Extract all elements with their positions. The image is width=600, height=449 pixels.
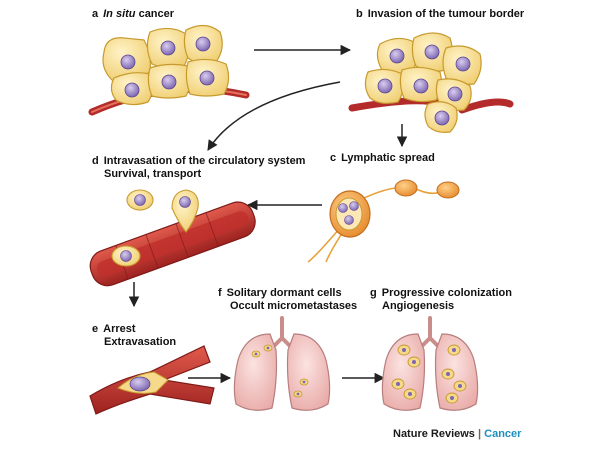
panel-b-illustration (348, 32, 514, 133)
panel-b-label: b Invasion of the tumour border (356, 8, 524, 21)
panel-g-letter: g (370, 287, 377, 299)
circulating-tumour-cells (111, 189, 199, 267)
panel-d-label: d Intravasation of the circulatory system… (92, 155, 305, 181)
credit-section: Cancer (484, 428, 522, 440)
panel-g-lungs (381, 316, 479, 411)
right-lung-f (286, 333, 331, 411)
lymph-vessel (307, 227, 341, 263)
panel-d-subtitle: Survival, transport (104, 168, 202, 180)
arrow-b-to-d (207, 81, 341, 151)
panel-f-subtitle: Occult micrometastases (230, 300, 358, 312)
panel-g-title: Progressive colonization (381, 287, 512, 299)
metastatic-colonies (391, 344, 467, 404)
panel-e-letter: e (92, 323, 99, 335)
credit-journal: Nature Reviews (393, 428, 475, 440)
panel-d-letter: d (92, 155, 99, 167)
panel-c-letter: c (330, 152, 337, 164)
panel-f-letter: f (218, 287, 222, 299)
panel-d-illustration (89, 189, 256, 287)
right-lung-g (434, 333, 479, 411)
panel-a-label: a In situ cancer (92, 8, 174, 21)
panel-a-title-rest: cancer (135, 8, 175, 20)
panel-c-illustration (307, 179, 460, 263)
left-lung-f (233, 333, 278, 411)
panel-g-subtitle: Angiogenesis (382, 300, 455, 312)
dormant-cells (251, 344, 309, 398)
lymph-node-small-2 (436, 181, 460, 199)
panel-f-lungs (233, 316, 331, 411)
panel-b-title: Invasion of the tumour border (367, 8, 525, 20)
tumour-cell-cluster-a (102, 24, 230, 106)
lymph-node-small-1 (394, 179, 418, 197)
panel-e-label: e Arrest Extravasation (92, 323, 176, 349)
credit-separator: | (474, 428, 485, 440)
tumour-cell-cluster-b (364, 32, 482, 133)
panel-e-subtitle: Extravasation (104, 336, 177, 348)
panel-e-illustration (89, 345, 215, 415)
panel-d-title: Intravasation of the circulatory system (103, 155, 306, 167)
journal-credit: Nature Reviews | Cancer (393, 428, 521, 440)
panel-a-title-italic: In situ (103, 8, 136, 20)
panel-b-letter: b (356, 8, 363, 20)
panel-c-label: c Lymphatic spread (330, 152, 435, 165)
panel-f-title: Solitary dormant cells (226, 287, 342, 299)
panel-g-label: g Progressive colonization Angiogenesis (370, 287, 512, 313)
panel-c-title: Lymphatic spread (341, 152, 435, 164)
panel-e-title: Arrest (103, 323, 136, 335)
panel-a-letter: a (92, 8, 99, 20)
panel-f-label: f Solitary dormant cells Occult micrometa… (218, 287, 357, 313)
panel-a-illustration (88, 24, 250, 116)
arrested-cell (129, 376, 151, 392)
